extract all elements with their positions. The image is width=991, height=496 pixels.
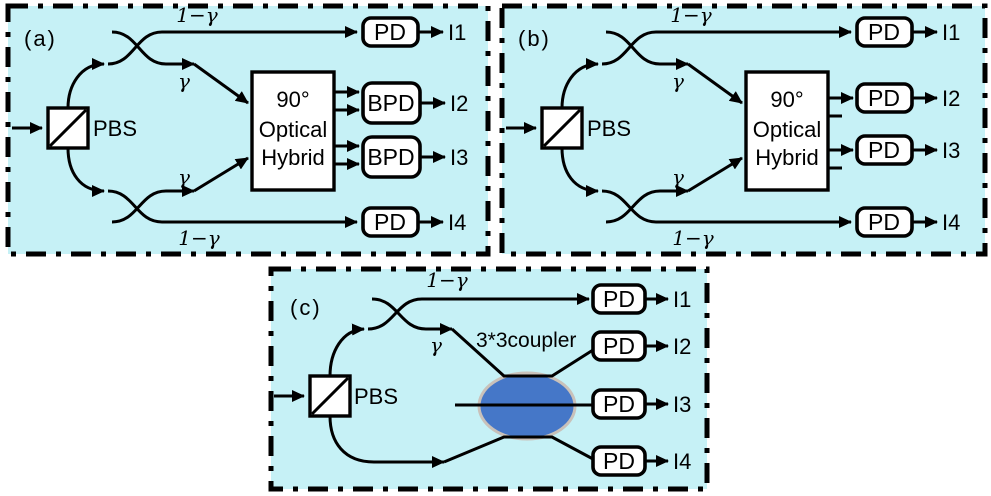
coupler-cross-fiber [605, 189, 672, 224]
pbs-diagonal-c [310, 376, 350, 416]
pd-i3-label-b: PD [868, 137, 900, 163]
split-ratio-top-b: 1−γ [670, 3, 711, 27]
pbs-label-b: PBS [587, 116, 631, 141]
panel-c: (c) PBS 1−γ γ 3*3coupler PD I1 PD [268, 266, 710, 492]
gamma-c: γ [430, 333, 442, 357]
hybrid-label-3-a: Hybrid [261, 145, 325, 170]
pd-i3-label-c: PD [603, 391, 635, 417]
pbs-lower-arm-b [560, 147, 599, 197]
pd-i4-label-c: PD [603, 448, 635, 474]
gamma-bottom-b: γ [672, 165, 684, 189]
hybrid-box-a [250, 70, 336, 192]
pbs-diagonal-a [48, 108, 88, 148]
bpd-i2-label-a: BPD [367, 90, 414, 116]
panel-b: (b) PBS 1−γ γ γ 1−γ 90° Optical Hybrid [499, 3, 988, 257]
coupler-cross-fiber [605, 30, 672, 66]
hybrid-input-top-b [687, 62, 743, 105]
pd-i4-label-b: PD [868, 209, 900, 235]
pbs-upper-arm-a [66, 58, 105, 109]
bottom-coupler-a [107, 185, 358, 228]
panel-a: (a) PBS 1−γ γ γ 1−γ 90° Optical Hybrid [5, 3, 491, 257]
pbs-lower-arm-a [66, 147, 105, 197]
output-label-i2-c: I2 [673, 334, 691, 359]
split-ratio-c: 1−γ [426, 268, 467, 292]
coupler33-fibers [443, 327, 594, 464]
panel-a-label: (a) [24, 26, 57, 51]
hybrid-output-arrows-a [334, 86, 360, 170]
output-label-i2-b: I2 [942, 86, 960, 111]
hybrid-input-bottom-a [193, 156, 249, 193]
pbs-lower-arm-c [328, 415, 445, 468]
hybrid-input-top-a [193, 62, 249, 105]
coupler33-bottom-fiber [443, 435, 594, 464]
pbs-upper-arm-c [328, 323, 365, 377]
split-ratio-bottom-a: 1−γ [178, 226, 219, 250]
output-label-i3-b: I3 [942, 138, 960, 163]
gamma-top-a: γ [178, 69, 190, 93]
coupler-cross-fiber [371, 297, 438, 331]
bottom-coupler-b [601, 185, 852, 228]
hybrid-label-2-b: Optical [753, 117, 821, 142]
top-coupler-b [601, 26, 852, 70]
hybrid-label-1-b: 90° [770, 87, 803, 112]
pbs-label-a: PBS [93, 116, 137, 141]
pbs-diagonal-b [542, 108, 582, 148]
output-label-i1-a: I1 [448, 20, 466, 45]
gamma-bottom-a: γ [178, 165, 190, 189]
coupler-cross-fiber [111, 189, 178, 224]
pbs-upper-arm-b [560, 58, 599, 109]
output-label-i2-a: I2 [450, 91, 468, 116]
hybrid-label-1-a: 90° [276, 87, 309, 112]
split-ratio-bottom-b: 1−γ [672, 226, 713, 250]
output-label-i3-c: I3 [673, 392, 691, 417]
bpd-i3-label-a: BPD [367, 144, 414, 170]
hybrid-input-bottom-b [687, 156, 743, 193]
output-label-i1-c: I1 [673, 287, 691, 312]
pd-i1-label-c: PD [603, 286, 635, 312]
top-coupler-a [107, 26, 358, 70]
pd-i2-label-b: PD [868, 85, 900, 111]
hybrid-label-3-b: Hybrid [755, 145, 819, 170]
pd-i1-label-a: PD [374, 19, 406, 45]
panel-c-label: (c) [290, 295, 322, 320]
pd-i1-label-b: PD [868, 19, 900, 45]
panel-b-label: (b) [518, 26, 551, 51]
output-label-i3-a: I3 [450, 145, 468, 170]
pd-i4-label-a: PD [374, 209, 406, 235]
pbs-label-c: PBS [354, 384, 398, 409]
hybrid-label-2-a: Optical [259, 117, 327, 142]
split-ratio-top-a: 1−γ [176, 3, 217, 27]
output-label-i4-a: I4 [448, 210, 466, 235]
coupler33-label: 3*3coupler [476, 329, 576, 352]
hybrid-box-b [744, 70, 830, 192]
pd-i2-label-c: PD [603, 333, 635, 359]
top-coupler-c [367, 293, 590, 335]
output-label-i4-b: I4 [942, 210, 960, 235]
coupler-cross-fiber [111, 30, 178, 66]
output-label-i4-c: I4 [673, 449, 691, 474]
coupler33-top-fiber [450, 327, 594, 378]
output-label-i1-b: I1 [942, 20, 960, 45]
hybrid-output-arrows-b [828, 92, 854, 170]
gamma-top-b: γ [672, 69, 684, 93]
